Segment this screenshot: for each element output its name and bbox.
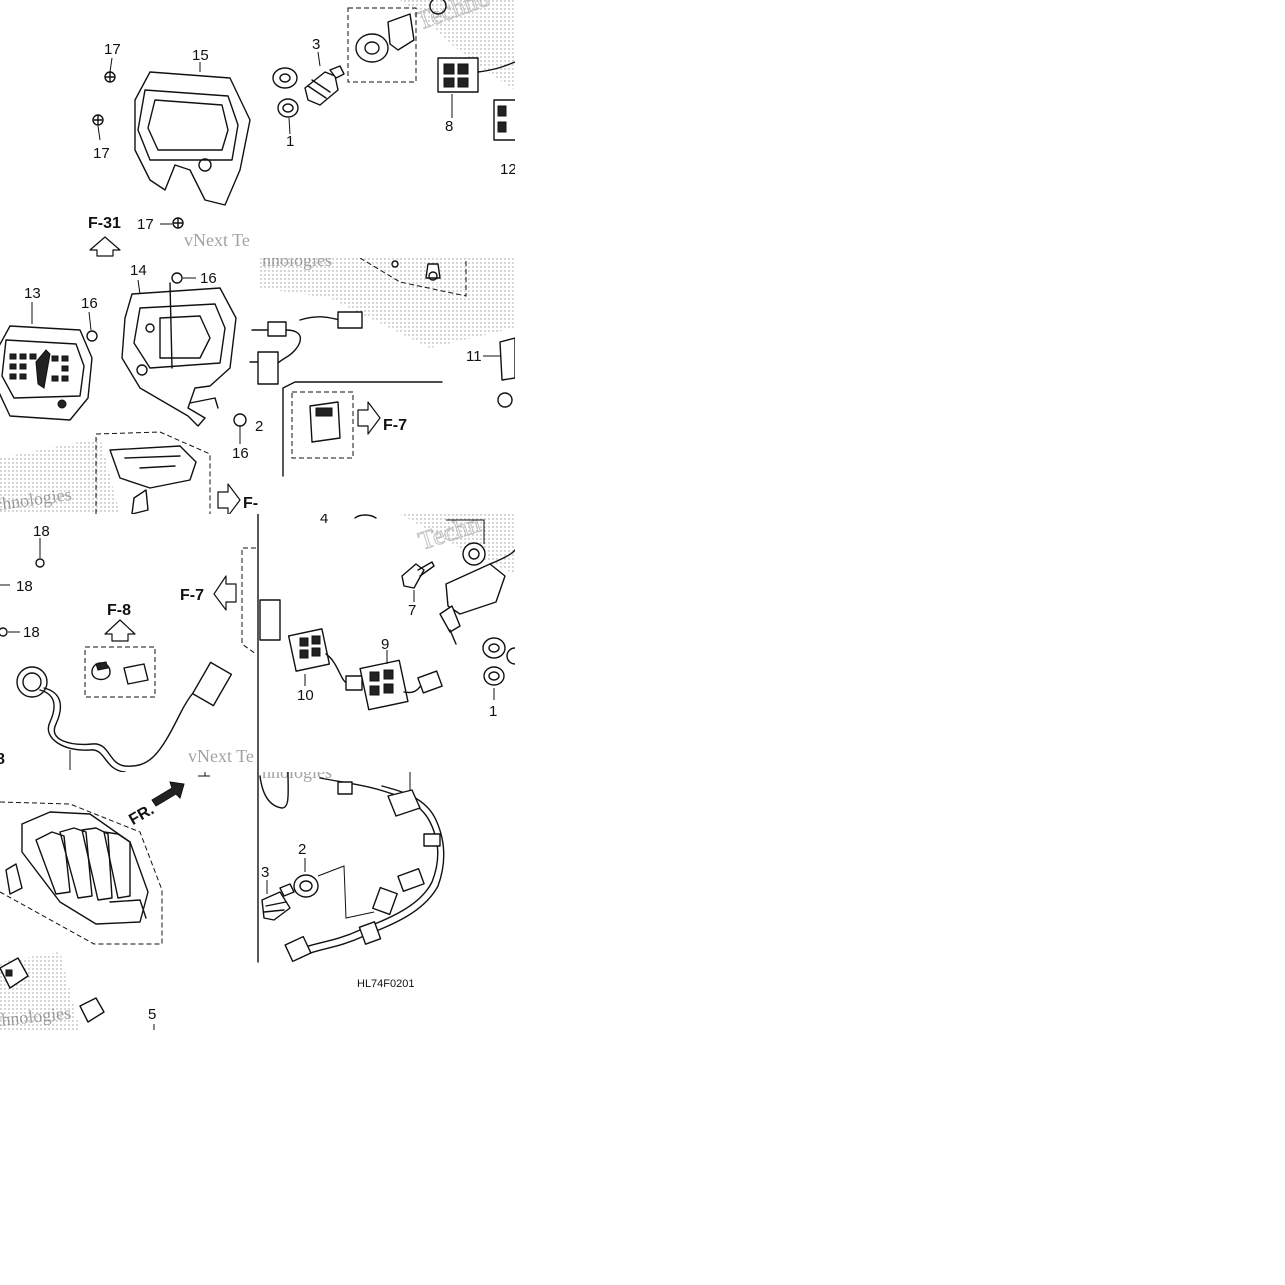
grommet-part: [293, 874, 319, 898]
callout-18: 18: [16, 578, 33, 595]
detail-box: [359, 258, 467, 297]
meter-cover-part: [134, 71, 251, 206]
callout-16: 16: [81, 295, 98, 312]
tile-2-drawing: hnologies chnologies 13: [0, 258, 515, 514]
ref-fr: FR.: [126, 801, 157, 829]
detail-box: [241, 547, 257, 655]
callout-5: 5: [148, 1006, 156, 1023]
key-part: [401, 561, 435, 589]
ignition-switch-part: [439, 542, 515, 645]
callout-10: 10: [297, 687, 314, 704]
callout-3: 3: [261, 864, 269, 881]
detail-box: [84, 646, 156, 698]
detail-box: [0, 801, 163, 945]
screw-icon: [233, 413, 247, 427]
screw-icon: [0, 558, 45, 637]
arrow-up-icon: [104, 619, 136, 642]
arrow-left-icon: [213, 575, 237, 611]
connector-part: [437, 57, 515, 93]
ref-f: F-: [243, 495, 258, 512]
meter-display-part: [0, 325, 93, 421]
watermark-text: vNext Te: [184, 230, 250, 250]
callout-13: 13: [24, 285, 41, 302]
diagram-tile-3: Techn vNext Te 18 18 18 F-8 F-7: [0, 514, 515, 772]
callout-8: 8: [445, 118, 453, 135]
sensor-part: [16, 661, 233, 772]
watermark-dots: [400, 0, 515, 90]
callout-16: 16: [200, 270, 217, 287]
screw-icon: [171, 272, 183, 284]
watermark-dots: [400, 514, 515, 574]
callout-18: 18: [33, 523, 50, 540]
detail-box: [347, 7, 417, 83]
connector-part: [259, 599, 443, 711]
watermark-text: hnologies: [262, 258, 332, 270]
watermark-dots: [260, 258, 515, 348]
callout-17: 17: [104, 41, 121, 58]
ref-f-7: F-7: [180, 587, 204, 604]
watermark-text: vNext Te: [188, 746, 254, 766]
ref-f-31: F-31: [88, 215, 121, 232]
callout-11: 11: [466, 348, 482, 365]
ref-f-8: 8: [0, 751, 5, 768]
tile-3-drawing: Techn vNext Te 18 18 18 F-8 F-7: [0, 514, 515, 772]
connector-part: [493, 99, 515, 141]
callout-14: 14: [130, 262, 147, 279]
callout-1: 1: [286, 133, 294, 150]
callout-18: 18: [23, 624, 40, 641]
callout-17: 17: [93, 145, 110, 162]
callout-15: 15: [192, 47, 209, 64]
arrow-up-icon: [89, 236, 121, 257]
callout-17: 17: [137, 216, 154, 233]
callout-2: 2: [255, 418, 263, 435]
connector-part: [499, 337, 515, 381]
switch-part: [261, 883, 295, 921]
ref-f-7: F-7: [383, 417, 407, 434]
arrow-right-icon: [357, 401, 381, 435]
ref-f-8: F-8: [107, 602, 131, 619]
callout-9: 9: [381, 636, 389, 653]
callout-2: 2: [298, 841, 306, 858]
diagram-tile-1: Techno 17 15 17 17 F-31 vNext Te: [0, 0, 515, 258]
callout-3: 3: [312, 36, 320, 53]
callout-7: 7: [408, 602, 416, 619]
arrow-right-icon: [217, 483, 241, 514]
watermark-dots: [0, 438, 120, 514]
drawing-code: HL74F0201: [357, 978, 415, 990]
front-arrow-icon: [151, 781, 185, 807]
callout-1: 1: [489, 703, 497, 720]
callout-4: 4: [320, 514, 328, 527]
screw-icon: [86, 330, 98, 342]
diagram-tile-2: hnologies chnologies 13: [0, 258, 515, 514]
tile-1-drawing: Techno 17 15 17 17 F-31 vNext Te: [88, 0, 515, 257]
meter-bracket-part: [121, 282, 237, 427]
callout-16: 16: [232, 445, 249, 462]
protector-part: [21, 811, 149, 925]
detail-box: [95, 431, 211, 514]
diagram-tile-4: hnologies chnologies FR. 5: [0, 772, 515, 1030]
callout-12: 12: [500, 161, 515, 178]
grommet-part: [482, 637, 515, 686]
grommet-part: [272, 67, 299, 118]
watermark-text: hnologies: [262, 772, 332, 782]
screw-icon: [92, 71, 184, 229]
tile-4-drawing: hnologies chnologies FR. 5: [0, 772, 445, 1030]
detail-box: [291, 391, 354, 459]
wire-harness-part: [284, 772, 445, 963]
switch-part: [304, 65, 345, 106]
